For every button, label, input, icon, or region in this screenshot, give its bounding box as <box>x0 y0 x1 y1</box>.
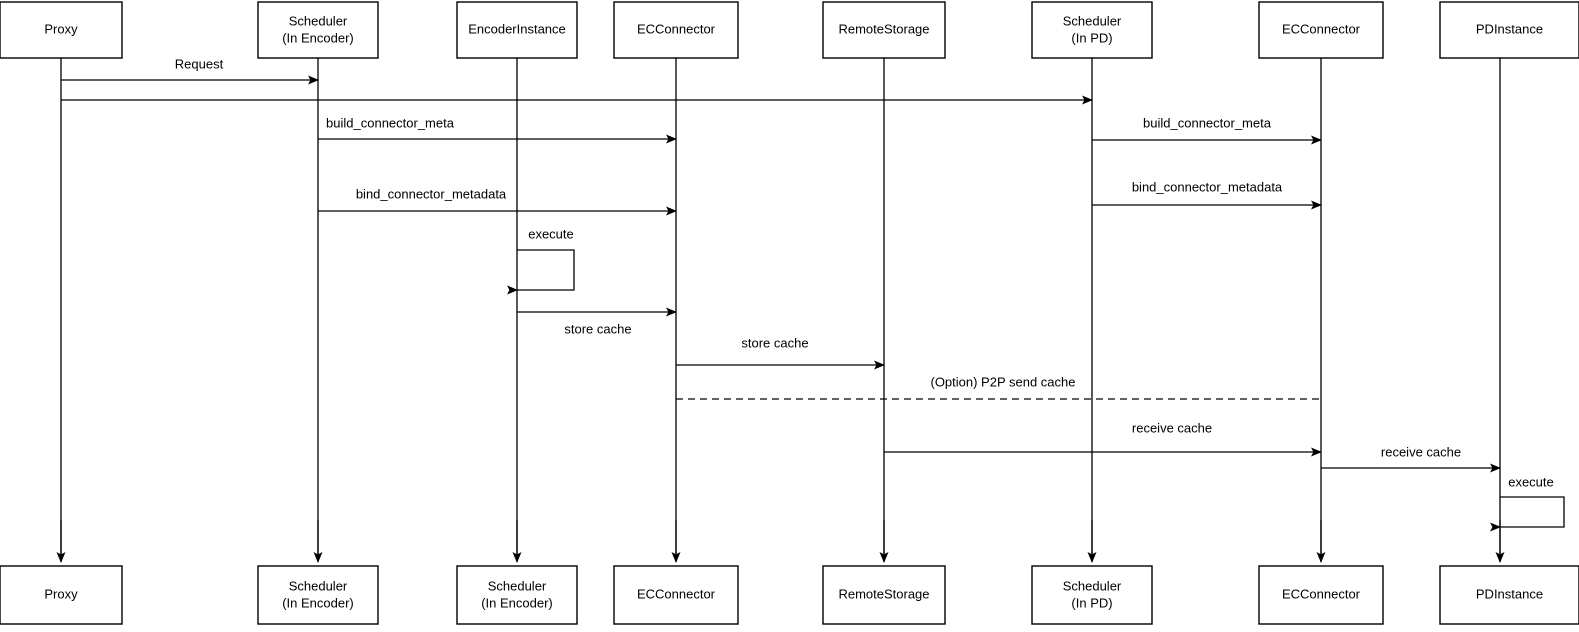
lifeline-lines-group <box>60 58 1501 560</box>
participant-top-ecc_left[interactable]: ECConnector <box>613 1 739 59</box>
participant-top-pd_inst[interactable]: PDInstance <box>1439 1 1579 59</box>
participant-top-sched_pd[interactable]: Scheduler (In PD) <box>1031 1 1153 59</box>
bottom-participant-boxes-group: Proxy Scheduler (In Encoder) Scheduler (In E… <box>0 565 1579 625</box>
participant-top-sched_enc[interactable]: Scheduler (In Encoder) <box>257 1 379 59</box>
participant-bottom-enc_inst[interactable]: Scheduler (In Encoder) <box>456 565 578 625</box>
message-label-m4: build_connector_meta <box>1143 115 1272 130</box>
participant-bottom-pd_inst[interactable]: PDInstance <box>1439 565 1579 625</box>
self-loop-s1[interactable]: execute <box>507 226 575 295</box>
self-loop-label-s1: execute <box>528 226 574 241</box>
participant-bottom-ecc_left[interactable]: ECConnector <box>613 565 739 625</box>
message-label-m11: receive cache <box>1381 444 1461 459</box>
participant-bottom-enc_inst-label-line2: (In Encoder) <box>481 595 553 610</box>
participant-top-ecc_right[interactable]: ECConnector <box>1258 1 1384 59</box>
participant-bottom-sched_enc[interactable]: Scheduler (In Encoder) <box>257 565 379 625</box>
participant-top-ecc_right-label: ECConnector <box>1282 21 1361 36</box>
message-m10[interactable]: receive cache <box>884 420 1322 457</box>
message-label-m10: receive cache <box>1132 420 1212 435</box>
participant-top-proxy-label: Proxy <box>44 21 78 36</box>
message-label-m1: Request <box>175 56 224 71</box>
message-m4[interactable]: build_connector_meta <box>1092 115 1322 145</box>
participant-bottom-remote-label: RemoteStorage <box>838 586 929 601</box>
participant-bottom-ecc_left-label: ECConnector <box>637 586 716 601</box>
top-participant-boxes-group: Proxy Scheduler (In Encoder) EncoderInstanc… <box>0 1 1579 59</box>
participant-top-sched_enc-label-line1: Scheduler <box>289 13 348 28</box>
message-m11[interactable]: receive cache <box>1321 444 1501 473</box>
return-arrows-group <box>56 520 1505 563</box>
participant-top-remote[interactable]: RemoteStorage <box>822 1 946 59</box>
message-m1[interactable]: Request <box>61 56 319 85</box>
messages-group: Request build_connector_meta build_connect… <box>61 56 1501 473</box>
participant-bottom-proxy-label: Proxy <box>44 586 78 601</box>
participant-top-enc_inst-label: EncoderInstance <box>468 21 566 36</box>
participant-bottom-ecc_right-label: ECConnector <box>1282 586 1361 601</box>
self-loops-group: execute execute <box>507 226 1565 532</box>
message-m5[interactable]: bind_connector_metadata <box>318 186 677 216</box>
participant-bottom-enc_inst-label-line1: Scheduler <box>488 578 547 593</box>
message-m7[interactable]: store cache <box>517 307 677 336</box>
message-m6[interactable]: bind_connector_metadata <box>1092 179 1322 210</box>
message-m8[interactable]: store cache <box>676 335 885 370</box>
participant-bottom-remote[interactable]: RemoteStorage <box>822 565 946 625</box>
participant-top-sched_enc-label-line2: (In Encoder) <box>282 30 354 45</box>
self-loop-label-s2: execute <box>1508 474 1554 489</box>
message-label-m7: store cache <box>564 321 631 336</box>
participant-bottom-sched_pd-label-line2: (In PD) <box>1071 595 1112 610</box>
message-label-m9: (Option) P2P send cache <box>930 374 1075 389</box>
participant-bottom-proxy[interactable]: Proxy <box>0 565 123 625</box>
message-label-m5: bind_connector_metadata <box>356 186 507 201</box>
participant-top-ecc_left-label: ECConnector <box>637 21 716 36</box>
message-label-m3: build_connector_meta <box>326 115 455 130</box>
participant-bottom-sched_enc-label-line1: Scheduler <box>289 578 348 593</box>
participant-bottom-sched_enc-label-line2: (In Encoder) <box>282 595 354 610</box>
message-label-m6: bind_connector_metadata <box>1132 179 1283 194</box>
participant-top-sched_pd-label-line2: (In PD) <box>1071 30 1112 45</box>
message-m9[interactable]: (Option) P2P send cache <box>676 374 1321 400</box>
participant-top-sched_pd-label-line1: Scheduler <box>1063 13 1122 28</box>
participant-top-pd_inst-label: PDInstance <box>1476 21 1543 36</box>
participant-top-proxy[interactable]: Proxy <box>0 1 123 59</box>
self-loop-s2[interactable]: execute <box>1490 474 1565 532</box>
message-m3[interactable]: build_connector_meta <box>318 115 677 144</box>
message-label-m8: store cache <box>741 335 808 350</box>
participant-bottom-sched_pd-label-line1: Scheduler <box>1063 578 1122 593</box>
participant-bottom-pd_inst-label: PDInstance <box>1476 586 1543 601</box>
participant-top-remote-label: RemoteStorage <box>838 21 929 36</box>
participant-top-enc_inst[interactable]: EncoderInstance <box>456 1 578 59</box>
participant-bottom-ecc_right[interactable]: ECConnector <box>1258 565 1384 625</box>
participant-bottom-sched_pd[interactable]: Scheduler (In PD) <box>1031 565 1153 625</box>
